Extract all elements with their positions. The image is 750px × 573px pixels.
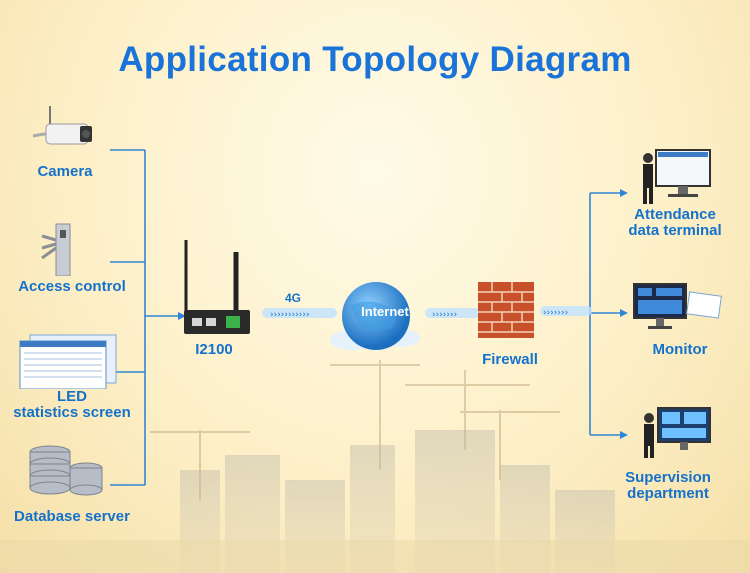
internet-globe-icon [330,282,420,350]
page-title: Application Topology Diagram [118,40,632,79]
monitor-icon [633,283,722,329]
supervision-department-label: Supervision department [608,470,728,502]
supervision-label-line1: Supervision [625,469,711,486]
svg-text:›››››››››››: ››››››››››› [270,310,310,320]
firewall-label: Firewall [482,351,538,368]
attendance-terminal-icon [643,149,711,204]
attendance-label-line1: Attendance [634,206,716,223]
camera-label: Camera [37,163,93,180]
monitor-label: Monitor [652,341,708,358]
supervision-label-line2: department [627,485,709,502]
svg-text:›››››››: ››››››› [432,310,457,320]
turnstile-icon [41,223,71,276]
led-screen-label: LED statistics screen [4,389,140,421]
led-screen-label-line1: LED [57,388,87,405]
led-screen-icon [19,334,117,389]
supervision-department-icon [644,407,711,458]
attendance-label-line2: data terminal [628,222,722,239]
led-screen-label-line2: statistics screen [13,404,131,421]
camera-icon [32,106,92,145]
database-server-icon [29,445,103,496]
firewall-icon [478,282,534,338]
access-control-label: Access control [18,278,126,295]
svg-text:›››››››: ››››››› [543,308,568,318]
internet-label: Internet [361,304,409,319]
attendance-terminal-label: Attendance data terminal [610,207,740,239]
database-server-label: Database server [14,508,130,525]
router-icon [184,240,250,334]
link-4g-label: 4G [284,291,301,305]
router-label: I2100 [195,341,233,358]
